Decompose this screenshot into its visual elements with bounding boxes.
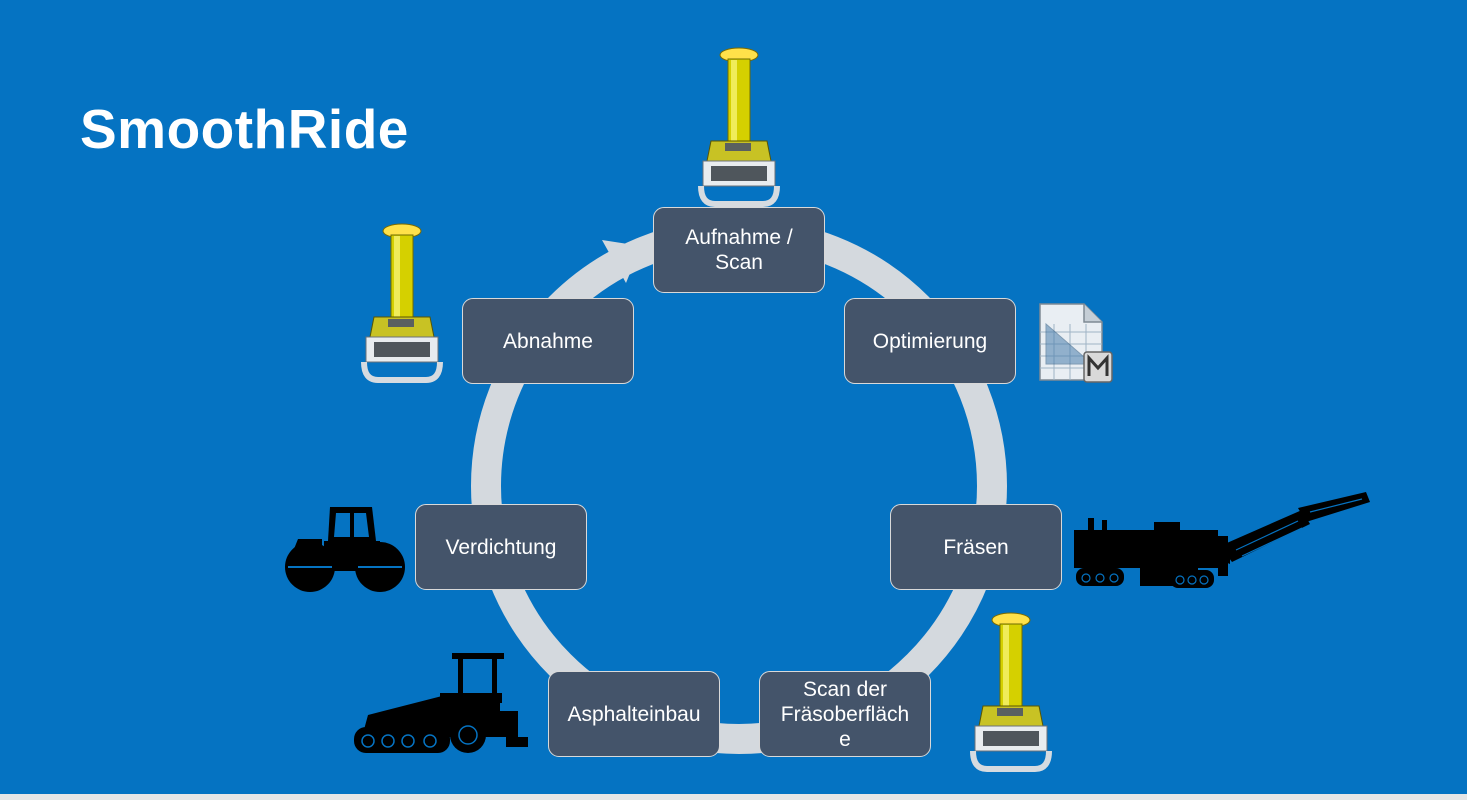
bottom-strip [0,794,1467,800]
step-fraesen: Fräsen [890,504,1062,590]
gnss-receiver-icon [361,223,443,383]
step-abnahme: Abnahme [462,298,634,384]
step-verdichtung: Verdichtung [415,504,587,590]
step-asphalteinbau: Asphalteinbau [548,671,720,757]
road-roller-icon [285,507,405,592]
milling-machine-icon [1074,492,1370,588]
cycle-arrowhead [602,240,641,283]
step-scan-fraesoberflaeche: Scan der Fräsoberfläch e [759,671,931,757]
gnss-receiver-icon [970,612,1052,772]
step-aufnahme-scan: Aufnahme / Scan [653,207,825,293]
asphalt-paver-icon [354,653,528,753]
step-optimierung: Optimierung [844,298,1016,384]
slide-title: SmoothRide [80,98,409,160]
gnss-receiver-icon [698,47,780,207]
design-software-icon [1039,303,1113,383]
